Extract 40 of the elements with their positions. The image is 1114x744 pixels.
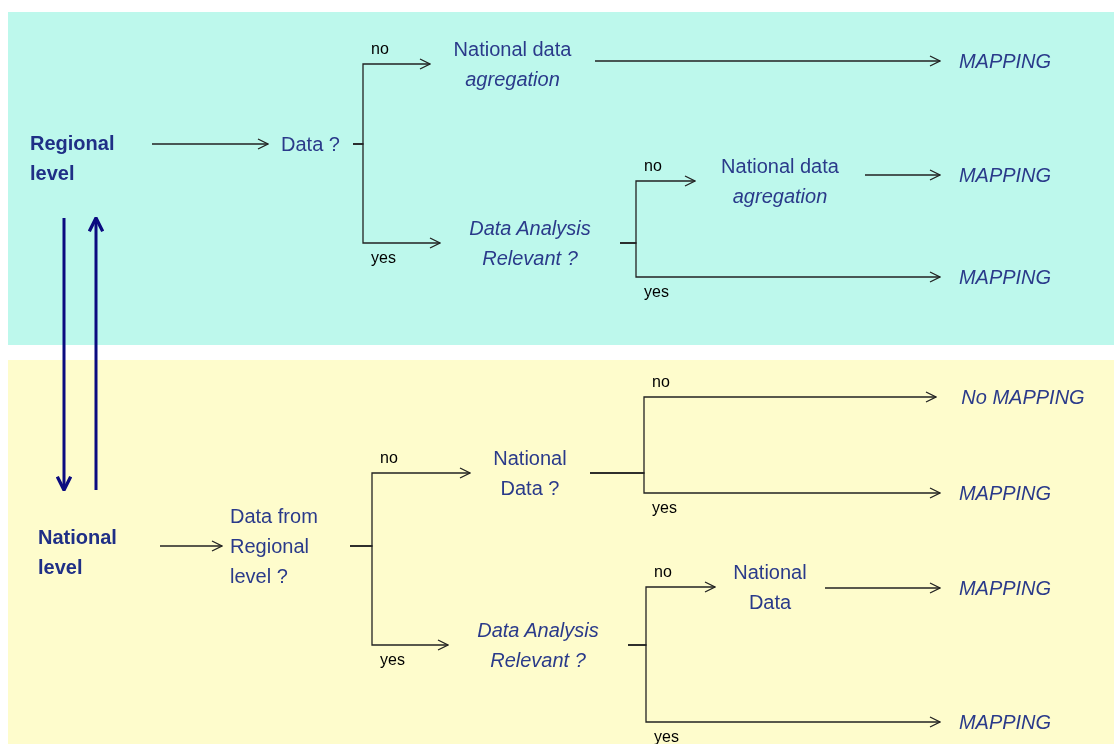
arrow [594, 55, 941, 67]
node-label: MAPPING [958, 265, 1052, 290]
node-label: Data Analysis Relevant ? [468, 216, 592, 271]
edge-label: no [371, 39, 389, 59]
edge-label: yes [371, 248, 396, 268]
node-label: Data ? [281, 132, 340, 157]
node-label: National data agregation [452, 37, 573, 92]
node-label: Regional level [30, 131, 116, 186]
node-label: MAPPING [958, 710, 1052, 735]
edge-label: yes [644, 282, 669, 302]
region-band [8, 360, 1114, 744]
node-label: No MAPPING [961, 385, 1085, 410]
node-label: MAPPING [958, 49, 1052, 74]
node-label: MAPPING [958, 163, 1052, 188]
arrow [55, 218, 73, 492]
arrow [589, 472, 941, 499]
region-band [8, 12, 1114, 345]
edge-label: yes [380, 650, 405, 670]
edge-label: no [380, 448, 398, 468]
node-label: National Data [732, 560, 808, 615]
arrow [619, 242, 941, 283]
node-label: MAPPING [958, 481, 1052, 506]
edge-label: yes [652, 498, 677, 518]
node-label: Data Analysis Relevant ? [476, 618, 600, 673]
node-label: National data agregation [720, 154, 840, 209]
arrow [87, 216, 105, 490]
edge-label: no [652, 372, 670, 392]
arrow [151, 138, 269, 150]
node-label: MAPPING [958, 576, 1052, 601]
arrow [864, 169, 941, 181]
arrow [159, 540, 223, 552]
edge-label: no [654, 562, 672, 582]
arrow [352, 143, 441, 249]
node-label: National level [38, 525, 118, 580]
node-label: Data from Regional level ? [230, 504, 319, 589]
arrow [627, 644, 941, 728]
edge-label: no [644, 156, 662, 176]
arrow [349, 545, 449, 651]
node-label: National Data ? [492, 446, 568, 501]
arrow [824, 582, 941, 594]
